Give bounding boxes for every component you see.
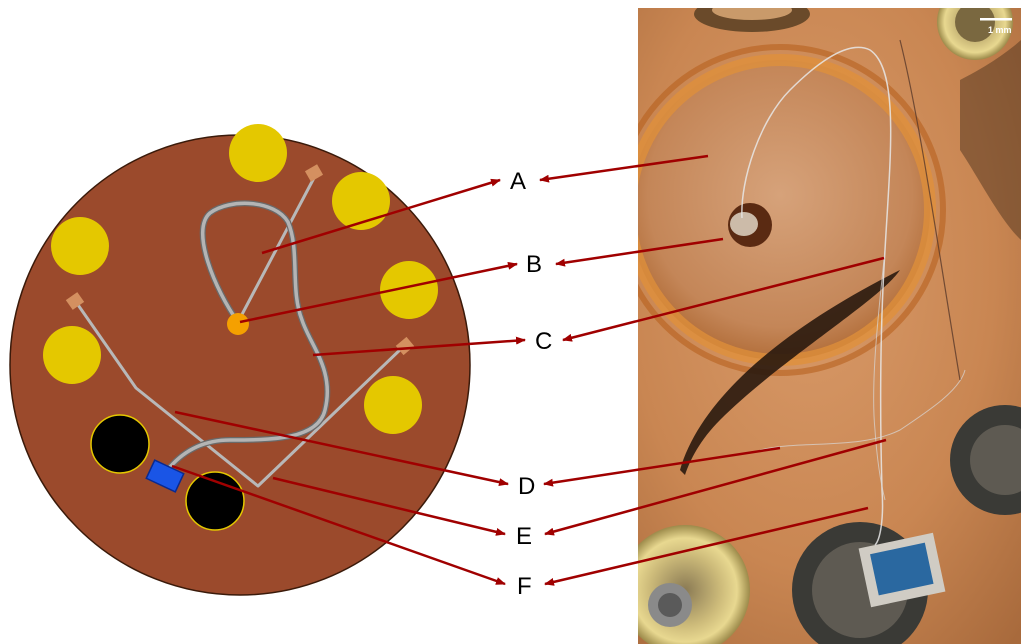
micrograph: 1 mm xyxy=(617,0,1021,644)
pad-5 xyxy=(51,217,109,275)
pad-1 xyxy=(229,124,287,182)
label-d: D xyxy=(518,473,535,500)
label-e: E xyxy=(516,523,532,550)
label-a: A xyxy=(510,168,526,195)
label-c: C xyxy=(535,328,552,355)
pad-2 xyxy=(332,172,390,230)
schematic xyxy=(10,124,470,595)
scale-bar-label: 1 mm xyxy=(988,25,1012,35)
scale-bar xyxy=(980,18,1012,21)
center-sample-dot xyxy=(227,313,249,335)
callout-labels: A B C D E F xyxy=(510,168,552,600)
pad-6 xyxy=(43,326,101,384)
label-b: B xyxy=(526,251,542,278)
label-f: F xyxy=(517,573,532,600)
pad-4 xyxy=(364,376,422,434)
hole-1 xyxy=(91,415,149,473)
